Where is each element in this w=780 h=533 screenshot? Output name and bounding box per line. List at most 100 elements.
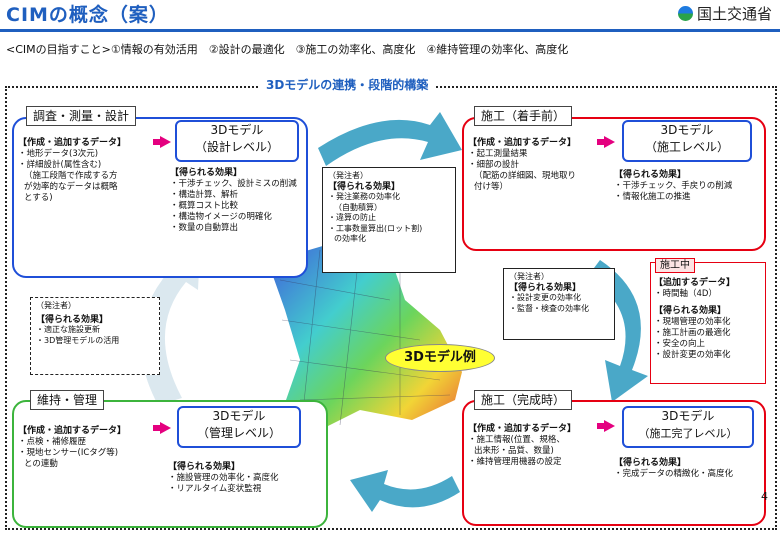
model-label: 3Dモデル (661, 409, 715, 423)
construction-done-effects-title: 【得られる効果】 (614, 458, 687, 468)
construction-done-data-item: 出来形・品質、数量) (474, 446, 554, 456)
design-effects-title: 【得られる効果】 (170, 168, 243, 178)
design-tab: 調査・測量・設計 (26, 106, 137, 126)
construction-pre-data-item: ・細部の設計 (468, 160, 520, 170)
model-level: （管理レベル） (196, 426, 281, 440)
during-effect-item: ・現場管理の効率化 (654, 317, 731, 327)
construction-done-tab: 施工（完成時） (474, 390, 573, 410)
design-effect-item: ・数量の自動算出 (170, 223, 239, 233)
ministry-name: 国土交通省 (696, 5, 772, 23)
arrow-done-to-maintenance (350, 470, 460, 512)
maintenance-effects: 【得られる効果】 ・施設管理の効率化・高度化 ・リアルタイム変状監視 (168, 462, 318, 495)
owner-left-item: ・3D管理モデルの活用 (36, 335, 120, 345)
arrow-pre-to-done (588, 260, 648, 402)
during-tab: 施工中 (655, 258, 695, 273)
owner-right-item: ・設計変更の効率化 (509, 293, 581, 302)
during-data-item: ・時間軸（4D） (654, 289, 717, 299)
construction-done-effects: 【得られる効果】 ・完成データの精緻化・高度化 (614, 458, 759, 480)
model-label: 3Dモデル (212, 409, 266, 423)
during-effect-item: ・施工計画の最適化 (654, 328, 731, 338)
maintenance-data-title: 【作成・追加するデータ】 (18, 426, 127, 436)
maintenance-data-item: ・現地センサー(ICタグ等) (18, 448, 119, 458)
owner-top-item: （自動積算） (334, 202, 382, 212)
owner-label: （発注者） (328, 171, 368, 180)
construction-pre-data-item: 付け等） (474, 182, 509, 192)
3d-model-mesh (279, 244, 451, 441)
construction-pre-data-item: ・起工測量結果 (468, 149, 528, 159)
arrow-right-icon (153, 422, 171, 434)
owner-top-item: ・違算の防止 (328, 213, 376, 222)
owner-top-item: ・工事数量算出(ロット割) (328, 223, 423, 233)
owner-right-item: ・監督・検査の効率化 (509, 303, 589, 313)
construction-pre-data-title: 【作成・追加するデータ】 (468, 138, 577, 148)
during-data-title: 【追加するデータ】 (654, 278, 736, 288)
design-data-item: が効率的なデータは概略 (24, 182, 118, 192)
goals-text: <CIMの目指すこと>①情報の有効活用 ②設計の最適化 ③施工の効率化、高度化 … (6, 43, 569, 56)
design-effect-item: ・構造物イメージの明確化 (170, 212, 272, 222)
construction-pre-data-item: （配筋の詳細図、現地取り (474, 171, 577, 181)
arrow-right-icon (153, 136, 171, 148)
design-effects: 【得られる効果】 ・干渉チェック、設計ミスの削減 ・構造計算、解析 ・概算コスト… (170, 168, 305, 234)
design-effect-item: ・概算コスト比較 (170, 201, 239, 211)
arrow-design-to-construction (318, 112, 462, 166)
construction-pre-tab: 施工（着手前） (474, 106, 573, 126)
model-label: 3Dモデル (660, 123, 714, 137)
during-content: 【追加するデータ】 ・時間軸（4D） 【得られる効果】 ・現場管理の効率化 ・施… (654, 278, 764, 361)
construction-done-data-title: 【作成・追加するデータ】 (468, 424, 577, 434)
design-effect-item: ・構造計算、解析 (170, 190, 239, 200)
section-title: 3Dモデルの連携・段階的構築 (260, 76, 435, 93)
title-underline (0, 29, 780, 32)
during-effects-title: 【得られる効果】 (654, 306, 727, 316)
owner-left-effects: （発注者） 【得られる効果】 ・適正な施設更新 ・3D管理モデルの活用 (30, 297, 160, 375)
owner-left-title: 【得られる効果】 (36, 314, 109, 325)
construction-pre-effects-title: 【得られる効果】 (614, 170, 687, 180)
construction-done-effect-item: ・完成データの精緻化・高度化 (614, 469, 734, 479)
maintenance-model-box: 3Dモデル （管理レベル） (177, 406, 301, 448)
maintenance-effect-item: ・リアルタイム変状監視 (168, 484, 262, 494)
construction-pre-data: 【作成・追加するデータ】 ・起工測量結果 ・細部の設計 （配筋の詳細図、現地取り… (468, 138, 608, 193)
3d-model-example-callout: 3Dモデル例 (385, 344, 495, 372)
maintenance-effects-title: 【得られる効果】 (168, 462, 241, 472)
model-level: （施工レベル） (644, 140, 729, 154)
owner-label: （発注者） (509, 272, 549, 281)
maintenance-data: 【作成・追加するデータ】 ・点検・補修履歴 ・現地センサー(ICタグ等) との連… (18, 426, 158, 470)
construction-done-model-box: 3Dモデル （施工完了レベル） (622, 406, 754, 448)
owner-left-item: ・適正な施設更新 (36, 325, 100, 334)
design-data: 【作成・追加するデータ】 ・地形データ(3次元) ・詳細設計(属性含む) （施工… (18, 138, 158, 204)
arrow-right-icon (597, 420, 615, 432)
construction-pre-effect-item: ・情報化施工の推進 (614, 192, 691, 202)
arrow-right-icon (597, 136, 615, 148)
maintenance-effect-item: ・施設管理の効率化・高度化 (168, 473, 279, 483)
construction-pre-model-box: 3Dモデル （施工レベル） (622, 120, 752, 162)
design-model-box: 3Dモデル （設計レベル） (175, 120, 299, 162)
page-title: CIMの概念（案） (6, 4, 169, 26)
owner-label: （発注者） (36, 301, 76, 310)
model-level: （施工完了レベル） (638, 427, 738, 440)
maintenance-data-item: ・点検・補修履歴 (18, 437, 87, 447)
maintenance-data-item: との連動 (24, 459, 58, 469)
owner-top-effects: （発注者） 【得られる効果】 ・発注業務の効率化 （自動積算） ・違算の防止 ・… (322, 167, 456, 273)
construction-done-data-item: ・施工情報(位置、規格、 (468, 435, 565, 445)
page-number: 4 (761, 490, 768, 503)
design-effect-item: ・干渉チェック、設計ミスの削減 (170, 179, 297, 189)
construction-done-data-item: ・維持管理用機器の設定 (468, 457, 562, 467)
mlit-logo-icon (677, 6, 693, 21)
design-data-item: （施工段階で作成する方 (24, 171, 118, 181)
construction-pre-effects: 【得られる効果】 ・干渉チェック、手戻りの削減 ・情報化施工の推進 (614, 170, 759, 203)
owner-top-item: ・発注業務の効率化 (328, 192, 400, 201)
during-construction-box (650, 262, 766, 384)
during-effect-item: ・設計変更の効率化 (654, 350, 731, 360)
owner-top-title: 【得られる効果】 (328, 181, 401, 192)
design-data-title: 【作成・追加するデータ】 (18, 138, 127, 148)
model-label: 3Dモデル (210, 123, 264, 137)
construction-pre-effect-item: ・干渉チェック、手戻りの削減 (614, 181, 733, 191)
construction-done-data: 【作成・追加するデータ】 ・施工情報(位置、規格、 出来形・品質、数量) ・維持… (468, 424, 608, 468)
owner-right-title: 【得られる効果】 (509, 282, 582, 293)
design-data-item: ・地形データ(3次元) (18, 149, 99, 159)
maintenance-tab: 維持・管理 (30, 390, 105, 410)
model-level: （設計レベル） (194, 140, 279, 154)
during-effect-item: ・安全の向上 (654, 339, 706, 349)
ministry-logo: 国土交通省 (677, 3, 772, 24)
owner-top-item: の効率化 (334, 234, 366, 243)
owner-right-effects: （発注者） 【得られる効果】 ・設計変更の効率化 ・監督・検査の効率化 (503, 268, 615, 340)
